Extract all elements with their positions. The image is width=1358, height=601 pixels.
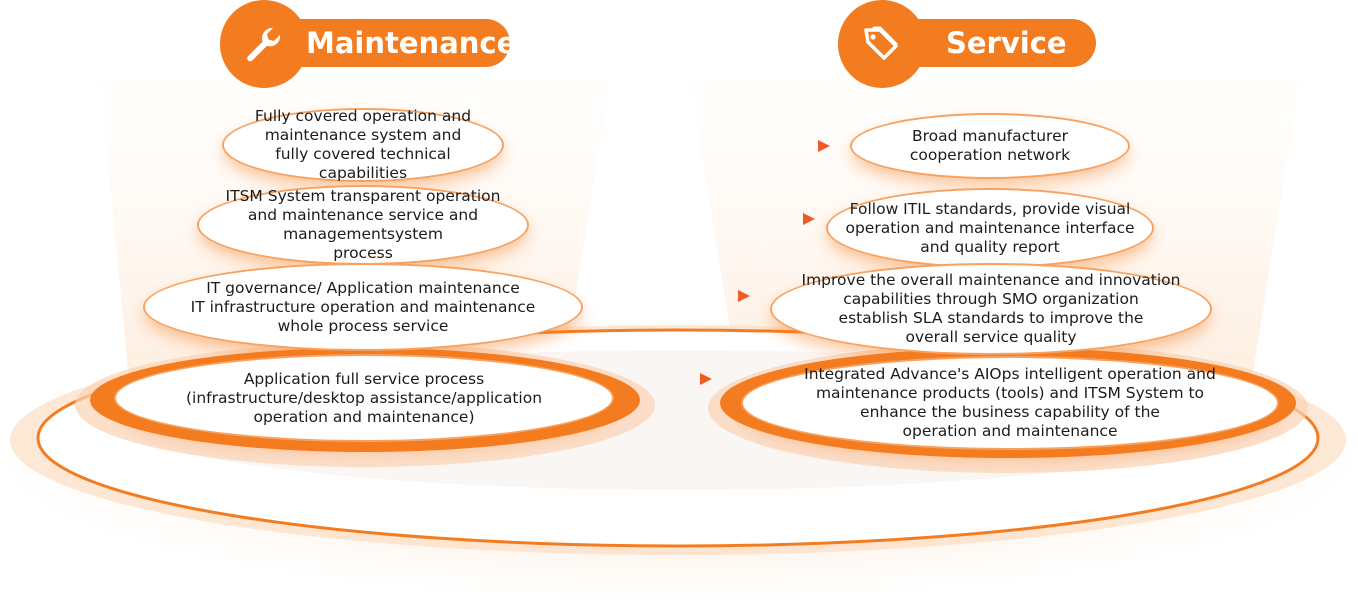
- maintenance-item-2-text: ITSM System transparent operation and ma…: [225, 187, 501, 262]
- maintenance-item-4: Application full service process (infras…: [116, 356, 612, 440]
- service-item-3: Improve the overall maintenance and inno…: [772, 265, 1210, 353]
- maintenance-item-1: Fully covered operation and maintenance …: [224, 107, 502, 182]
- maintenance-item-3: IT governance/ Application maintenance I…: [145, 265, 581, 349]
- connector-arrow-4: [650, 373, 712, 385]
- connector-arrow-2: [565, 213, 815, 225]
- maintenance-item-4-text: Application full service process (infras…: [185, 369, 543, 426]
- service-item-1-text: Broad manufacturer cooperation network: [909, 127, 1071, 164]
- service-item-3-text: Improve the overall maintenance and inno…: [801, 271, 1181, 346]
- service-item-4-text: Integrated Advance's AIOps intelligent o…: [804, 365, 1216, 440]
- service-title: Service: [946, 26, 1067, 60]
- connector-arrow-3: [600, 290, 750, 302]
- maintenance-badge: [220, 0, 308, 88]
- maintenance-item-1-text: Fully covered operation and maintenance …: [254, 107, 472, 182]
- service-badge: [838, 0, 926, 88]
- maintenance-title: Maintenance: [306, 26, 517, 60]
- service-item-4: Integrated Advance's AIOps intelligent o…: [743, 358, 1277, 448]
- connector-arrow-1: [535, 140, 830, 152]
- maintenance-item-3-text: IT governance/ Application maintenance I…: [190, 278, 536, 335]
- service-item-2: Follow ITIL standards, provide visual op…: [828, 190, 1152, 266]
- maintenance-item-2: ITSM System transparent operation and ma…: [199, 187, 527, 263]
- service-item-1: Broad manufacturer cooperation network: [852, 115, 1128, 177]
- service-item-2-text: Follow ITIL standards, provide visual op…: [845, 199, 1135, 256]
- wrench-icon: [247, 27, 281, 62]
- tag-icon: [864, 26, 898, 60]
